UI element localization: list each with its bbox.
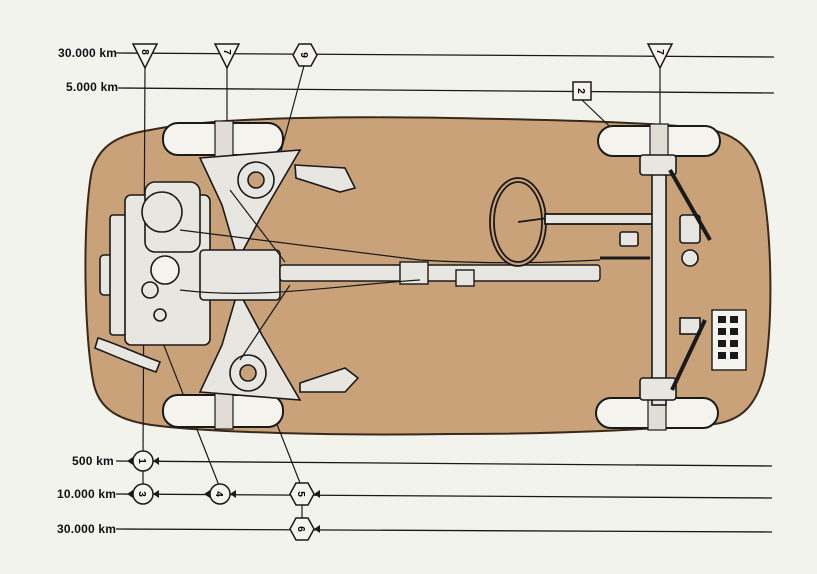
wheel-top-right [597,123,721,159]
marker-7-triangle-left: 7 [213,43,241,70]
svg-text:8: 8 [139,49,150,55]
svg-text:3: 3 [136,491,147,497]
svg-text:9: 9 [298,52,309,58]
svg-text:5: 5 [295,491,306,497]
steering [489,177,656,267]
central-tunnel [279,261,601,287]
marker-7-triangle-right: 7 [646,43,674,70]
svg-text:7: 7 [654,49,665,55]
interval-label-30000-bottom: 30.000 km [57,522,117,536]
marker-9-hexagon: 9 [292,43,318,67]
interval-label-500: 500 km [72,454,114,468]
interval-label-5000: 5.000 km [66,80,119,94]
wheel-bottom-left [162,392,284,430]
marker-2-square: 2 [572,81,592,101]
svg-text:7: 7 [221,49,232,55]
interval-label-10000: 10.000 km [57,487,117,501]
interval-lines-top [115,52,775,94]
fuse-box [711,309,747,371]
svg-text:6: 6 [295,526,306,532]
svg-text:1: 1 [136,458,147,464]
engine [94,181,281,373]
marker-6-hexagon: 6 [289,517,320,541]
marker-8-triangle: 8 [131,43,159,70]
svg-text:2: 2 [575,88,586,94]
interval-label-30000-top: 30.000 km [58,46,118,60]
wheel-top-left [162,120,284,158]
marker-5-hexagon: 5 [289,482,320,506]
marker-4-circle: 4 [204,483,236,505]
marker-1-circle: 1 [127,450,159,472]
control-cables [179,189,601,361]
marker-3-circle: 3 [127,483,159,505]
svg-text:4: 4 [213,491,224,497]
front-axle [600,154,712,406]
